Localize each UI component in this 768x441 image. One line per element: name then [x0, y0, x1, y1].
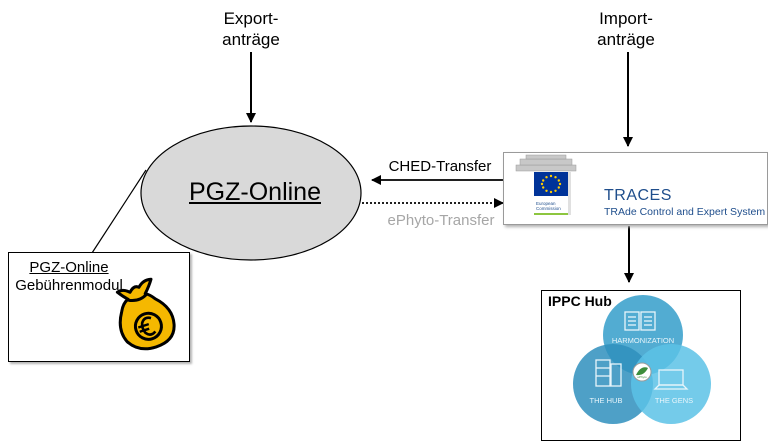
- money-bag-icon: [115, 277, 176, 351]
- commission-line1: European: [536, 201, 556, 206]
- export-requests-label: Export- anträge: [205, 8, 297, 50]
- the-hub-circle: [573, 344, 653, 424]
- import-requests-line1: Import-: [599, 9, 653, 28]
- documents-icon: [624, 311, 656, 331]
- fee-module-box: PGZ-Online Gebührenmodul: [8, 252, 190, 362]
- commission-line2: Commission: [536, 206, 561, 211]
- import-requests-line2: anträge: [597, 30, 655, 49]
- pgz-online-ellipse: [140, 125, 362, 261]
- the-hub-label: THE HUB: [589, 396, 623, 405]
- eu-commission-logo-icon: [515, 154, 577, 215]
- ippc-venn-diagram: [573, 295, 711, 424]
- commission-text: European Commission: [536, 201, 561, 211]
- ephyto-badge-label: ePhyto: [637, 375, 647, 379]
- the-gens-circle: [631, 344, 711, 424]
- the-gens-label: THE GENS: [654, 396, 694, 405]
- pgz-online-title: PGZ-Online: [189, 178, 321, 206]
- server-icon: [595, 359, 622, 387]
- export-requests-line2: anträge: [222, 30, 280, 49]
- fee-module-title: PGZ-Online: [29, 259, 109, 276]
- traces-name: TRACES: [604, 187, 672, 204]
- traces-box: European Commission TRACES TRAde Control…: [503, 152, 768, 225]
- import-requests-label: Import- anträge: [580, 8, 672, 50]
- ched-transfer-label: CHED-Transfer: [388, 158, 492, 175]
- harmonization-label: HARMONIZATION: [611, 336, 675, 345]
- ippc-hub-title: IPPC Hub: [548, 293, 612, 309]
- ephyto-transfer-label: ePhyto-Transfer: [387, 212, 495, 229]
- traces-full-name: TRAde Control and Expert System: [604, 206, 766, 218]
- laptop-icon: [653, 369, 689, 390]
- fee-module-subtitle: Gebührenmodul: [15, 277, 123, 294]
- module-connector-line: [91, 169, 147, 254]
- export-requests-line1: Export-: [223, 9, 279, 28]
